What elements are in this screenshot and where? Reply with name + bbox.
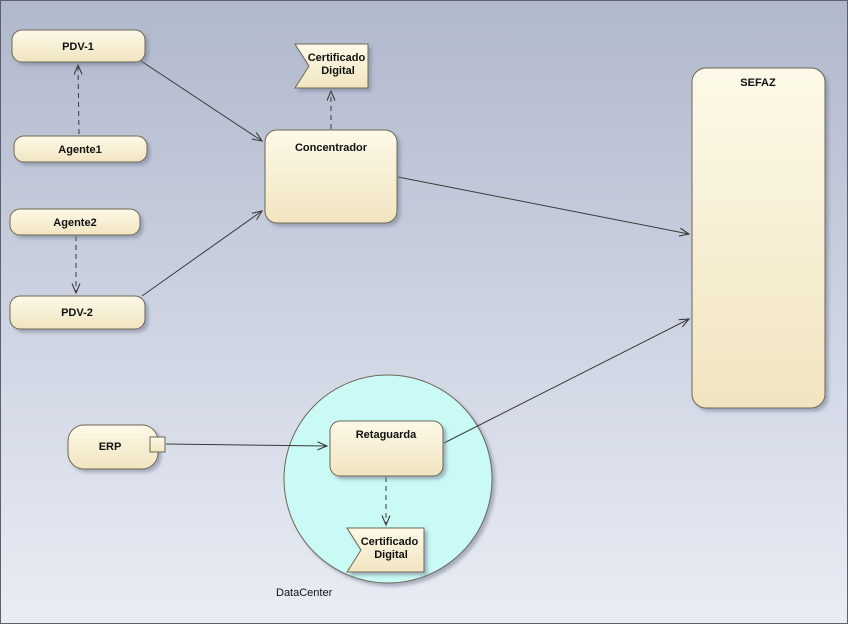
node-retaguarda-shape[interactable]: [329, 420, 444, 477]
node-erp[interactable]: ERP: [67, 424, 166, 470]
datacenter-label: DataCenter: [276, 587, 333, 599]
node-pdv-1-label: PDV-1: [62, 41, 94, 53]
node-concentrador-label: Concentrador: [295, 142, 368, 154]
node-agente2-label: Agente2: [53, 217, 96, 229]
node-pdv-2-shape[interactable]: [9, 295, 146, 330]
node-certificado-digital-bottom-shape[interactable]: [346, 527, 425, 573]
node-retaguarda[interactable]: Retaguarda: [329, 420, 444, 477]
node-certificado-digital-bottom-label: Certificado Digital: [361, 536, 422, 561]
node-sefaz[interactable]: SEFAZ: [691, 67, 826, 409]
node-pdv-1-shape[interactable]: [11, 29, 146, 63]
cert-top-line2: Digital: [321, 65, 355, 77]
node-agente1-label: Agente1: [58, 144, 101, 156]
node-concentrador-shape[interactable]: [264, 129, 398, 224]
edge-pdv2-to-concentrador[interactable]: [141, 210, 264, 297]
node-agente1-shape[interactable]: [13, 135, 148, 163]
node-certificado-digital-top-label: Certificado Digital: [308, 52, 369, 77]
edge-concentrador-to-sefaz[interactable]: [397, 176, 691, 237]
node-erp-label: ERP: [99, 441, 122, 453]
node-sefaz-shape[interactable]: [691, 67, 826, 409]
cert-top-line1: Certificado: [308, 52, 366, 64]
erp-port[interactable]: [149, 436, 166, 453]
edge-erp-to-retaguarda[interactable]: [165, 441, 329, 451]
node-pdv-2[interactable]: PDV-2: [9, 295, 146, 330]
node-pdv-1[interactable]: PDV-1: [11, 29, 146, 63]
node-agente2-shape[interactable]: [9, 208, 141, 236]
cert-bottom-line1: Certificado: [361, 536, 419, 548]
node-retaguarda-label: Retaguarda: [356, 429, 417, 441]
cert-bottom-line2: Digital: [374, 549, 408, 561]
edge-agente1-to-pdv1[interactable]: [73, 63, 83, 135]
edge-pdv1-to-concentrador[interactable]: [140, 60, 264, 142]
node-certificado-digital-bottom[interactable]: Certificado Digital: [346, 527, 425, 573]
node-agente1[interactable]: Agente1: [13, 135, 148, 163]
node-concentrador[interactable]: Concentrador: [264, 129, 398, 224]
node-certificado-digital-top[interactable]: Certificado Digital: [294, 43, 369, 89]
edge-retaguarda-to-sefaz[interactable]: [443, 318, 691, 444]
node-certificado-digital-top-shape[interactable]: [294, 43, 369, 89]
node-pdv-2-label: PDV-2: [61, 307, 93, 319]
node-agente2[interactable]: Agente2: [9, 208, 141, 236]
node-sefaz-label: SEFAZ: [740, 77, 776, 89]
